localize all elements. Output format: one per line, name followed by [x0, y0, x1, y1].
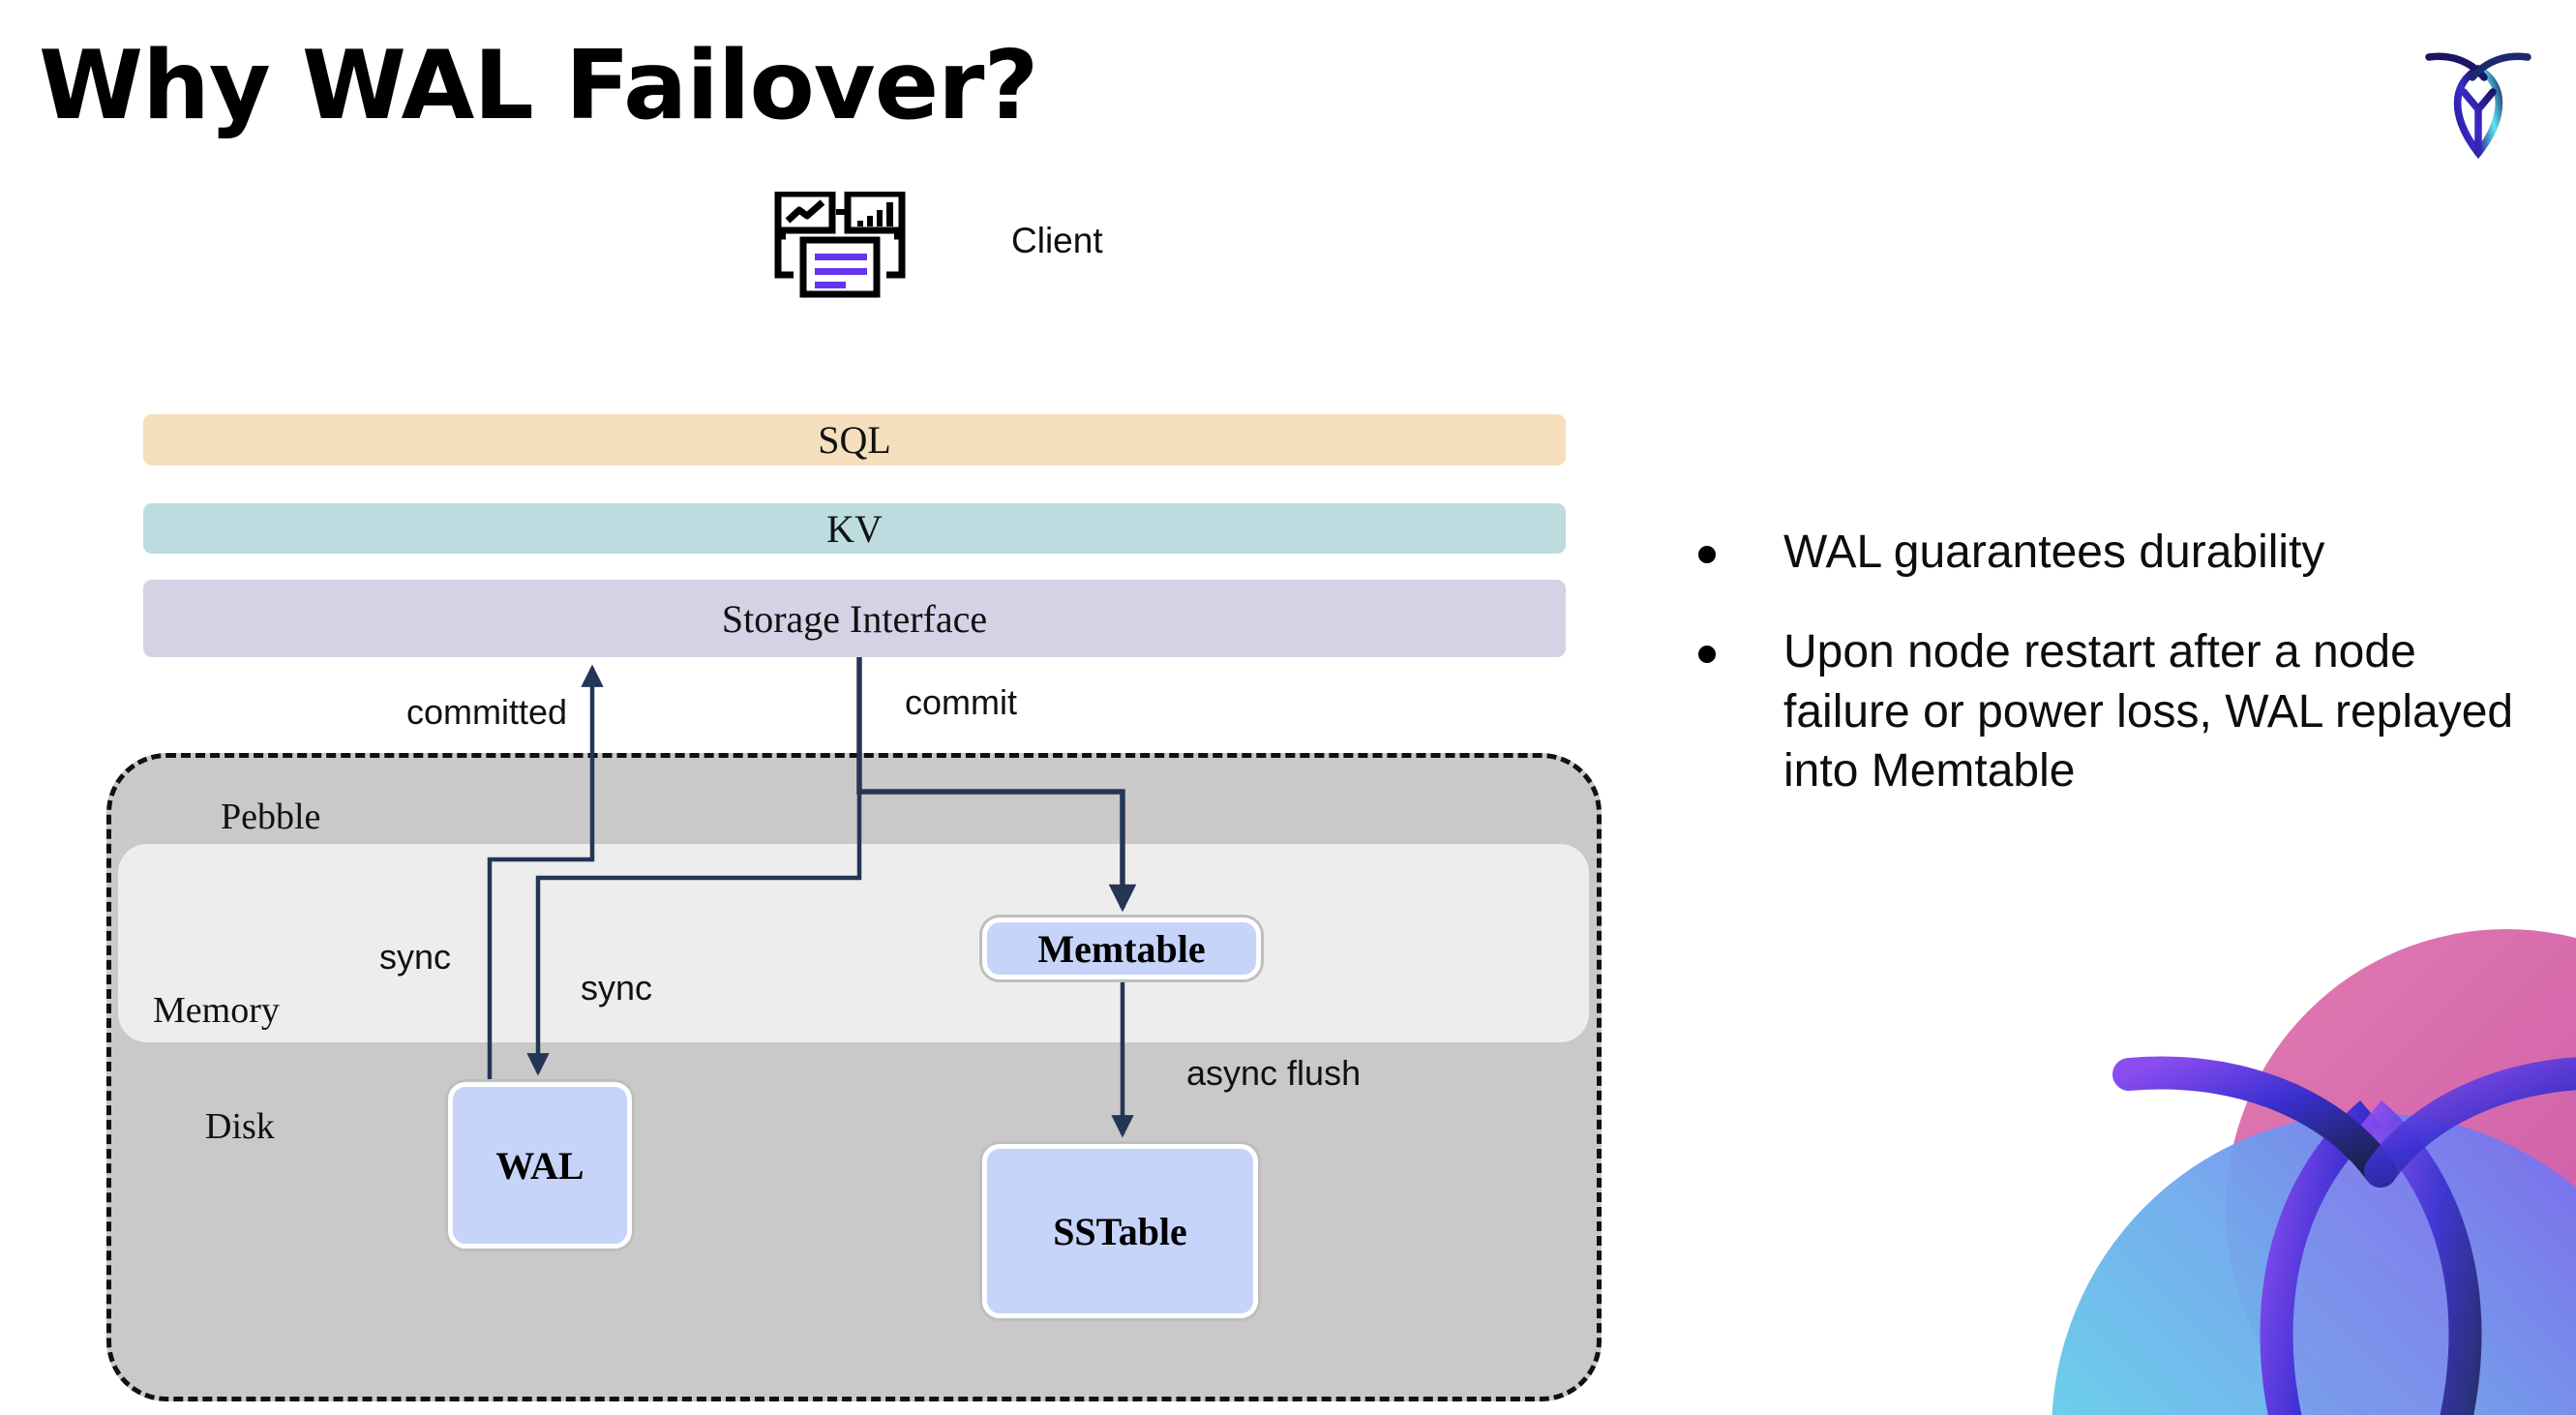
layer-label-kv: KV [826, 506, 883, 551]
client-label: Client [1011, 221, 1103, 260]
list-item: WAL guarantees durability [1698, 523, 2531, 582]
edge-label-sync-right: sync [581, 968, 653, 1008]
pebble-label: Pebble [221, 797, 321, 837]
page-title: Why WAL Failover? [39, 31, 1038, 141]
memory-region [118, 844, 1589, 1042]
edge-label-committed: committed [406, 692, 568, 732]
bullet-list: WAL guarantees durability Upon node rest… [1698, 523, 2531, 842]
decorative-logo-mark-icon [1955, 929, 2576, 1415]
layer-bar-storage-interface: Storage Interface [143, 580, 1566, 657]
layer-bar-sql: SQL [143, 414, 1566, 466]
edge-label-sync-left: sync [379, 937, 452, 977]
bullet-text: WAL guarantees durability [1783, 527, 2325, 578]
memory-label: Memory [153, 990, 280, 1031]
bullet-dot-icon [1698, 646, 1716, 664]
cockroach-labs-logo-icon [2406, 25, 2551, 170]
layer-bar-kv: KV [143, 503, 1566, 554]
disk-label: Disk [205, 1106, 275, 1147]
edge-label-commit: commit [905, 682, 1017, 722]
node-memtable: Memtable [982, 918, 1261, 979]
node-label-sstable: SSTable [1053, 1209, 1187, 1253]
edge-label-async-flush: async flush [1186, 1053, 1362, 1093]
bullet-dot-icon [1698, 546, 1716, 563]
layer-label-storage-interface: Storage Interface [721, 596, 988, 641]
node-sstable: SSTable [982, 1144, 1258, 1318]
node-label-wal: WAL [495, 1143, 584, 1188]
node-wal: WAL [448, 1082, 632, 1249]
client-dashboard-icon [774, 190, 929, 308]
list-item: Upon node restart after a node failure o… [1698, 622, 2531, 800]
node-label-memtable: Memtable [1037, 926, 1206, 971]
bullet-text: Upon node restart after a node failure o… [1783, 626, 2514, 798]
layer-label-sql: SQL [818, 418, 891, 462]
